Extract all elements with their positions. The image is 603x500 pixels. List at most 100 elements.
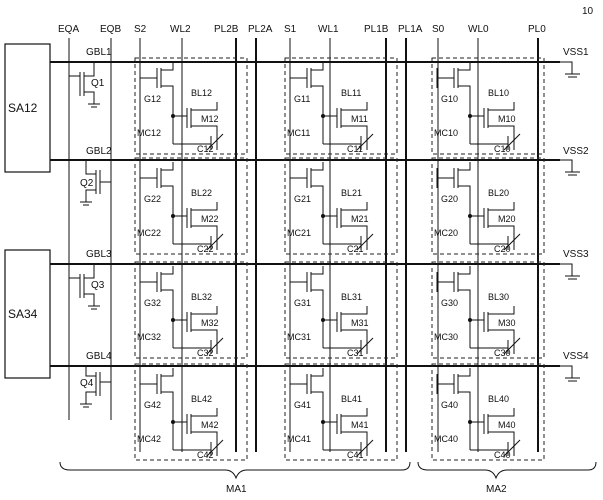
label-wl0: WL0	[468, 24, 489, 35]
q1-transistor	[69, 62, 100, 108]
m-source-wire	[488, 329, 515, 342]
vss1-label: VSS1	[563, 47, 589, 58]
ma1-label: MA1	[226, 484, 247, 495]
cap-slash	[503, 337, 521, 355]
source-wire	[161, 289, 174, 298]
cell-boundary	[134, 261, 248, 359]
cap-slash	[356, 133, 374, 151]
gate-label: G32	[144, 298, 161, 308]
m-drain-wire	[488, 102, 515, 111]
bitline-label: BL41	[341, 394, 362, 404]
memory-transistor-label: M21	[351, 214, 369, 224]
cap-slash	[356, 233, 374, 251]
memory-transistor-label: M31	[351, 318, 369, 328]
cap-slash	[503, 233, 521, 251]
cell-boundary	[284, 157, 398, 255]
source-wire	[161, 185, 174, 194]
cell-boundary	[284, 57, 398, 155]
q4-label: Q4	[80, 378, 94, 389]
m-source-wire	[488, 125, 515, 138]
source-wire	[458, 289, 471, 298]
drain-wire	[161, 62, 174, 71]
q2-label: Q2	[80, 178, 94, 189]
sense-amp-sa34: SA34	[4, 249, 51, 379]
m-drain-wire	[341, 102, 368, 111]
cell-boundary	[284, 261, 398, 359]
m-source-wire	[488, 431, 515, 444]
drain-wire	[458, 62, 471, 71]
cell-label: MC21	[287, 228, 311, 238]
source-wire	[311, 289, 324, 298]
m-drain-wire	[191, 408, 218, 417]
vertical-lines	[68, 38, 539, 452]
label-eqb: EQB	[100, 24, 121, 35]
figure-number: 10	[582, 6, 594, 17]
cell-label: MC42	[137, 434, 161, 444]
gate-label: G30	[441, 298, 458, 308]
label-s0: S0	[432, 24, 445, 35]
cell-boundary	[284, 363, 398, 461]
cell-label: MC30	[434, 332, 458, 342]
vss4-label: VSS4	[563, 351, 589, 362]
cell-label: MC11	[287, 128, 310, 138]
m-source-wire	[191, 225, 218, 238]
memory-transistor-label: M32	[201, 318, 219, 328]
label-pl1a: PL1A	[398, 24, 423, 35]
vss-connections	[560, 61, 580, 382]
memory-transistor-label: M41	[351, 420, 369, 430]
q4-transistor	[80, 366, 111, 408]
q1-label: Q1	[91, 78, 105, 89]
top-labels: EQA EQB S2 WL2 PL2B PL2A S1 WL1 PL1B PL1…	[58, 24, 546, 35]
gate-label: G31	[294, 298, 311, 308]
m-source-wire	[341, 225, 368, 238]
m-source-wire	[488, 225, 515, 238]
memory-transistor-label: M42	[201, 420, 219, 430]
gbl3-label: GBL3	[86, 249, 112, 260]
cell-boundary	[431, 261, 545, 359]
memory-cells: G12BL12MC12M12C12G22BL22MC22M22C22G32BL3…	[134, 57, 545, 461]
capacitor-label: C32	[197, 348, 214, 358]
memory-transistor-label: M11	[351, 114, 368, 124]
bitline-label: BL22	[191, 188, 212, 198]
vss2-label: VSS2	[563, 146, 589, 157]
m-source-wire	[341, 431, 368, 444]
drain-wire	[311, 62, 324, 71]
q3-transistor	[69, 264, 100, 310]
cell-label: MC10	[434, 128, 458, 138]
memory-transistor-label: M22	[201, 214, 219, 224]
m-source-wire	[191, 329, 218, 342]
label-wl2: WL2	[170, 24, 191, 35]
m-drain-wire	[341, 306, 368, 315]
capacitor-label: C30	[494, 348, 511, 358]
bitline-label: BL10	[488, 88, 509, 98]
label-pl1b: PL1B	[364, 24, 389, 35]
cell-label: MC40	[434, 434, 458, 444]
m-drain-wire	[488, 306, 515, 315]
bitline-label: BL20	[488, 188, 509, 198]
capacitor-label: C12	[197, 144, 214, 154]
cell-boundary	[431, 157, 545, 255]
source-wire	[311, 85, 324, 94]
m-drain-wire	[191, 202, 218, 211]
drain-wire	[458, 368, 471, 377]
sense-amp-sa12: SA12	[4, 43, 51, 173]
capacitor-label: C11	[347, 144, 363, 154]
source-wire	[458, 85, 471, 94]
memory-transistor-label: M10	[498, 114, 516, 124]
label-eqa: EQA	[58, 24, 79, 35]
source-wire	[311, 185, 324, 194]
bitline-label: BL42	[191, 394, 212, 404]
memory-transistor-label: M12	[201, 114, 219, 124]
gate-label: G12	[144, 94, 161, 104]
cell-label: MC20	[434, 228, 458, 238]
capacitor-label: C10	[494, 144, 511, 154]
m-source-wire	[191, 125, 218, 138]
m-drain-wire	[191, 306, 218, 315]
array-braces	[59, 461, 597, 480]
